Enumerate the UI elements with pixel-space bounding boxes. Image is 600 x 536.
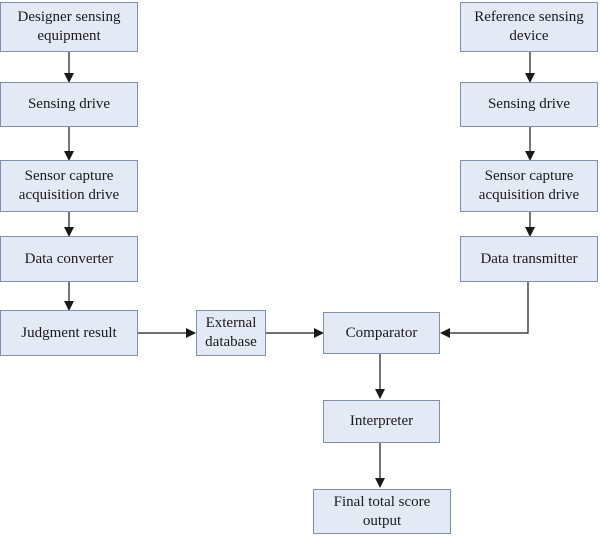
node-data-transmitter: Data transmitter	[460, 236, 598, 282]
node-label: Sensing drive	[487, 96, 571, 112]
node-data-converter: Data converter	[0, 236, 138, 282]
node-external-database: External database	[196, 310, 266, 356]
node-label: Designer sensing equipment	[17, 9, 121, 44]
node-label: Sensor capture acquisition drive	[478, 168, 580, 203]
node-final-total-score-output: Final total score output	[313, 489, 451, 534]
node-designer-sensing-equipment: Designer sensing equipment	[0, 2, 138, 52]
node-reference-sensing-device: Reference sensing device	[460, 2, 598, 52]
node-label: Interpreter	[349, 413, 414, 429]
node-label: Reference sensing device	[474, 9, 584, 44]
node-label: Data converter	[24, 250, 114, 267]
node-label: Comparator	[345, 324, 418, 341]
node-right-sensing-drive: Sensing drive	[460, 82, 598, 127]
node-judgment-result: Judgment result	[0, 310, 138, 356]
node-interpreter: Interpreter	[323, 400, 440, 443]
node-label: Final total score output	[333, 493, 431, 529]
node-label: Sensor capture acquisition drive	[18, 168, 120, 203]
node-label: External database	[205, 315, 257, 350]
node-comparator: Comparator	[323, 312, 440, 354]
node-label: Judgment result	[21, 324, 117, 341]
node-label: Data transmitter	[480, 250, 578, 267]
node-left-sensor-capture: Sensor capture acquisition drive	[0, 160, 138, 212]
node-label: Sensing drive	[27, 96, 111, 112]
node-left-sensing-drive: Sensing drive	[0, 82, 138, 127]
node-right-sensor-capture: Sensor capture acquisition drive	[460, 160, 598, 212]
edge-transmitter-to-comparator	[440, 282, 529, 338]
